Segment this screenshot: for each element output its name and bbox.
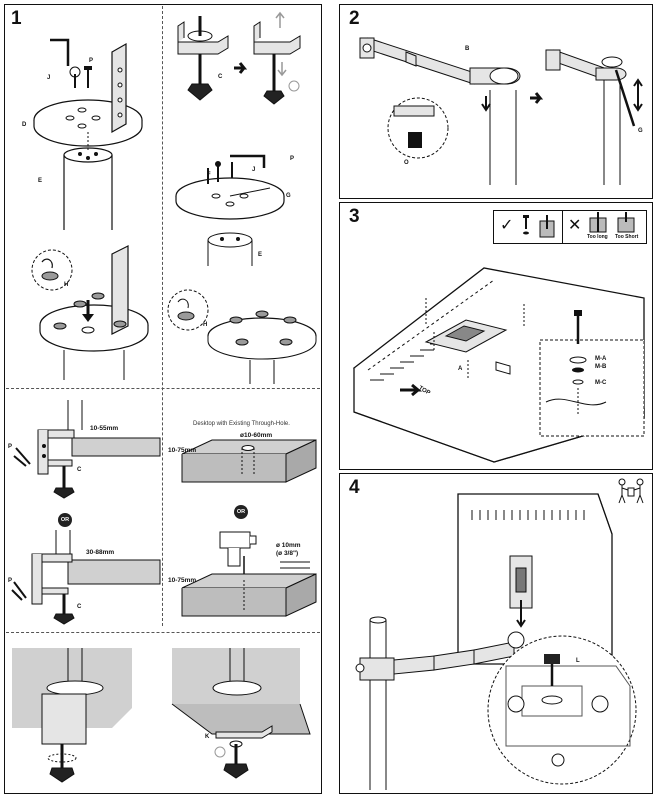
step-number-2: 2 xyxy=(349,8,360,29)
label-d: D xyxy=(22,122,27,128)
label-c1: C xyxy=(218,74,223,80)
dim-desk-thickness-2: 10-75mm xyxy=(168,577,197,584)
clamp-closeup-figure xyxy=(12,648,132,783)
plate-pads-figure xyxy=(167,289,317,384)
legend-cross-icon: ✕ xyxy=(568,215,582,234)
label-l: L xyxy=(576,658,580,664)
base-plate-figure xyxy=(33,38,143,230)
dim-clamp-range-1: 10-55mm xyxy=(90,425,119,432)
label-k: K xyxy=(205,734,210,740)
caption-existing-hole: Desktop with Existing Through-Hole. xyxy=(193,421,290,427)
screw-legend: ✓ ✕ Too long Too Short xyxy=(493,210,647,244)
legend-correct-box xyxy=(494,211,563,243)
dim-hole-diameter: ø10-60mm xyxy=(240,432,273,439)
dim-clamp-range-2: 30-88mm xyxy=(86,549,115,556)
desk-clamp-figure-1 xyxy=(13,400,161,499)
label-f: F xyxy=(207,172,211,178)
legend-correct-screw-icon xyxy=(523,215,555,238)
base-pads-figure xyxy=(31,245,149,380)
through-hole-desk-figure xyxy=(181,439,317,483)
drill-figure xyxy=(181,531,317,617)
label-e1: E xyxy=(38,178,43,184)
label-p4: P xyxy=(8,578,13,584)
step1-divider-1 xyxy=(6,388,320,389)
step-number-4: 4 xyxy=(349,477,360,498)
step1-center-divider xyxy=(162,6,163,626)
label-e2: E xyxy=(258,252,263,258)
label-b: B xyxy=(465,46,470,52)
monitor-hang-figure xyxy=(355,493,637,790)
step1-divider-2 xyxy=(6,632,320,633)
label-ma: M-A xyxy=(595,356,607,362)
label-mb: M-B xyxy=(595,364,607,370)
step-number-3: 3 xyxy=(349,206,360,227)
label-p3: P xyxy=(8,444,13,450)
label-p1: P xyxy=(89,58,94,64)
label-o: O xyxy=(404,160,409,166)
two-person-lift-icon xyxy=(618,478,644,504)
step2-panel xyxy=(339,4,653,199)
step-number-1: 1 xyxy=(11,8,22,29)
plate-g-figure xyxy=(175,154,285,266)
dim-desk-thickness-1: 10-75mm xyxy=(168,447,197,454)
dim-drill-size-2: (ø 3/8") xyxy=(276,550,299,557)
label-p2: P xyxy=(290,156,295,162)
label-a: A xyxy=(458,366,463,372)
label-h1: H xyxy=(64,282,69,288)
label-g2: G xyxy=(638,128,643,134)
label-c2: C xyxy=(77,467,82,473)
label-mc: M-C xyxy=(595,380,607,386)
desk-clamp-figure-2 xyxy=(11,530,161,625)
monitor-vesa-figure xyxy=(352,267,645,463)
through-hole-install-figure xyxy=(171,648,311,779)
label-j2: J xyxy=(252,167,256,173)
dim-drill-size-1: ø 10mm xyxy=(276,542,301,549)
or-badge-1: OR xyxy=(58,513,72,527)
label-j1: J xyxy=(47,75,51,81)
legend-too-long: Too long xyxy=(587,234,608,240)
clamp-exploded-figure xyxy=(177,11,301,105)
label-h2: H xyxy=(203,322,208,328)
arm-attach-figure xyxy=(359,37,643,185)
or-badge-2: OR xyxy=(234,505,248,519)
legend-wrong-screws-icon xyxy=(589,212,635,233)
legend-too-short: Too Short xyxy=(615,234,639,240)
legend-check-icon: ✓ xyxy=(500,215,514,234)
label-g: G xyxy=(286,193,291,199)
label-c3: C xyxy=(77,604,82,610)
